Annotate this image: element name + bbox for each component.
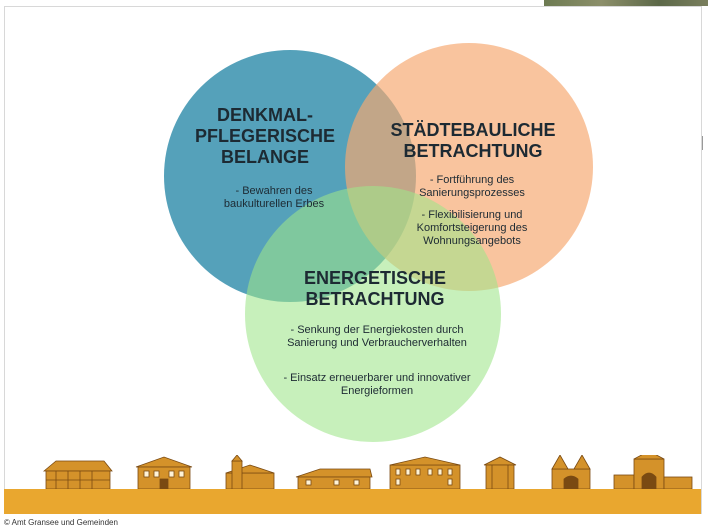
half-timbered-house-icon — [42, 460, 113, 489]
staedtebau-title-line: BETRACHTUNG — [403, 141, 543, 161]
circle-energie — [245, 186, 501, 442]
well-house-icon — [483, 456, 517, 489]
palace-icon — [389, 456, 461, 489]
staedtebau-title-line: STÄDTEBAULICHE — [390, 120, 556, 140]
denkmal-title-line: PFLEGERISCHE — [194, 126, 336, 146]
farmhouse-icon — [295, 468, 373, 489]
manor-house-icon — [135, 456, 193, 489]
staedtebau-item: - Fortführung des Sanierungsprozesses — [419, 174, 525, 199]
denkmal-title: DENKMAL- PFLEGERISCHE BELANGE — [190, 105, 340, 168]
denkmal-item: - Bewahren des baukulturellen Erbes — [223, 185, 325, 210]
staedtebau-title: STÄDTEBAULICHE BETRACHTUNG — [378, 120, 568, 162]
footer-band — [4, 489, 701, 514]
building-skyline — [42, 455, 693, 489]
energie-title-line: BETRACHTUNG — [305, 289, 445, 309]
energie-title: ENERGETISCHE BETRACHTUNG — [285, 268, 465, 310]
energie-item: - Einsatz erneuerbarer und innovativer E… — [283, 372, 471, 397]
energie-title-line: ENERGETISCHE — [303, 268, 447, 288]
copyright-notice: © Amt Gransee und Gemeinden — [4, 518, 118, 527]
energie-item: - Senkung der Energiekosten durch Sanier… — [287, 324, 467, 349]
edge-marker — [702, 136, 708, 150]
denkmal-title-line: DENKMAL- — [217, 105, 313, 125]
church-tower-icon — [551, 455, 591, 489]
staedtebau-item: - Flexibilisierung und Komfortsteigerung… — [416, 209, 528, 247]
denkmal-title-line: BELANGE — [220, 147, 309, 167]
city-gate-icon — [613, 455, 693, 489]
corner-photo-strip — [544, 0, 708, 6]
village-church-icon — [225, 455, 275, 489]
